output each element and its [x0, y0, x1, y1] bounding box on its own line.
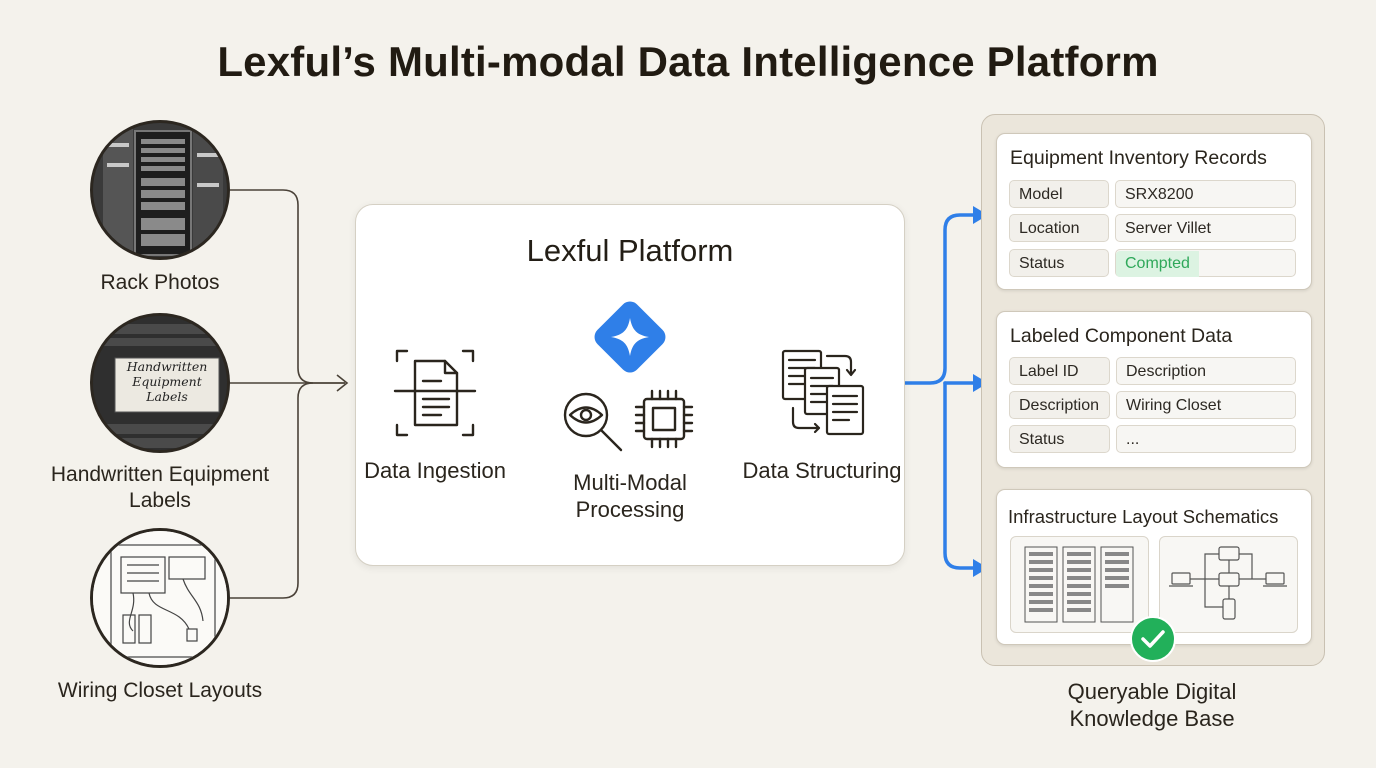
kb-field-key: Status — [1009, 425, 1110, 453]
kb-field-key: Label ID — [1009, 357, 1110, 385]
status-badge: Compted — [1116, 251, 1199, 277]
knowledge-base-label: Queryable Digital Knowledge Base — [1067, 679, 1237, 731]
output-arrowhead-top — [973, 206, 988, 224]
rack-schematic-drawing — [1024, 546, 1134, 623]
kb-field-value: Server Villet — [1115, 214, 1296, 242]
kb-field-value: SRX8200 — [1115, 180, 1296, 208]
documents-sync-icon — [781, 349, 865, 436]
kb-card-title: Equipment Inventory Records — [1010, 147, 1267, 169]
source-label-wiring-closet: Wiring Closet Layouts — [57, 679, 263, 702]
kb-field-key: Model — [1009, 180, 1109, 208]
sparkle-diamond-icon — [594, 301, 666, 373]
eye-magnifier-chip-icon — [563, 389, 694, 452]
kb-field-key: Description — [1009, 391, 1110, 419]
handwritten-label-text: Handwritten Equipment Labels — [126, 359, 208, 404]
output-connector — [903, 213, 977, 385]
step-label-multi-modal-processing: Multi-Modal Processing — [573, 470, 687, 522]
merge-arrowhead — [336, 374, 349, 392]
connector-rack-photos — [230, 189, 345, 384]
page-title: Lexful’s Multi-modal Data Intelligence P… — [217, 38, 1159, 85]
wiring-closet-photo — [90, 528, 230, 668]
kb-field-status: Compted — [1115, 249, 1296, 277]
kb-card-title: Labeled Component Data — [1010, 325, 1233, 347]
kb-card-title: Infrastructure Layout Schematics — [1008, 506, 1279, 527]
wiring-sketch-image — [93, 531, 227, 665]
platform-card: Lexful Platform — [355, 204, 905, 566]
output-arrowhead-bottom — [973, 559, 988, 577]
kb-field-value: Wiring Closet — [1116, 391, 1296, 419]
source-label-handwritten-labels: Handwritten Equipment Labels — [50, 463, 270, 512]
output-connector-bottom — [943, 381, 977, 570]
rack-schematic-image — [1010, 536, 1149, 633]
rack-photo — [90, 120, 230, 260]
kb-field-value: ... — [1116, 425, 1296, 453]
server-rack-image — [93, 123, 227, 257]
check-circle-icon — [1130, 616, 1176, 662]
step-label-data-ingestion: Data Ingestion — [364, 458, 506, 483]
handwritten-label-photo: Handwritten Equipment Labels — [90, 313, 230, 453]
knowledge-base-panel: Equipment Inventory Records Model SRX820… — [981, 114, 1325, 666]
network-topology-image — [1159, 536, 1298, 633]
kb-card-labeled-component-data: Labeled Component Data Label ID Descript… — [996, 311, 1312, 468]
kb-field-key: Location — [1009, 214, 1109, 242]
kb-field-key: Status — [1009, 249, 1109, 277]
source-label-rack-photos: Rack Photos — [100, 271, 220, 294]
kb-card-equipment-inventory: Equipment Inventory Records Model SRX820… — [996, 133, 1312, 290]
label-photo-image — [93, 316, 227, 450]
step-label-data-structuring: Data Structuring — [742, 458, 902, 483]
output-arrowhead-middle — [973, 374, 988, 392]
platform-title: Lexful Platform — [526, 233, 734, 268]
document-scan-icon — [393, 349, 477, 437]
connector-wiring-closet — [230, 382, 314, 599]
kb-field-value: Description — [1116, 357, 1296, 385]
network-topology-drawing — [1169, 546, 1287, 620]
